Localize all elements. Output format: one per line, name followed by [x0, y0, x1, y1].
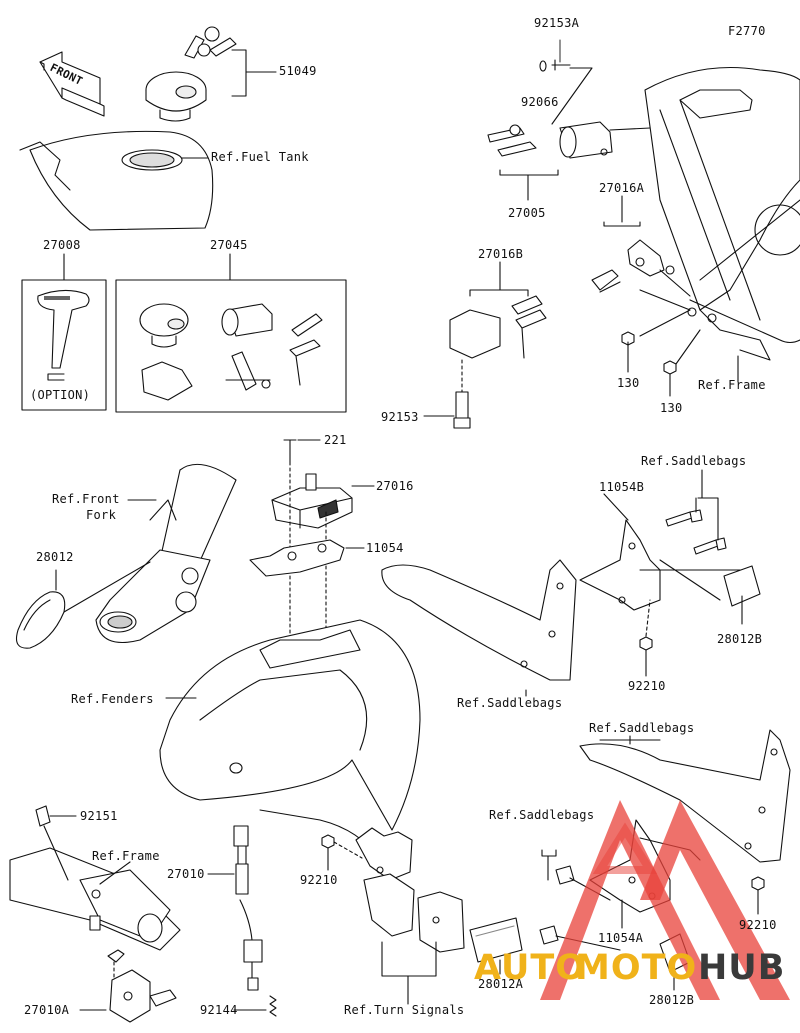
- label-28012a: 28012A: [478, 977, 524, 991]
- label-27005: 27005: [508, 206, 546, 220]
- label-27010a: 27010A: [24, 1003, 70, 1017]
- frame-bottom-left-icon: [9, 847, 181, 951]
- label-ref-front-fork-2: Fork: [86, 508, 117, 522]
- kit-lock-icon: [225, 351, 271, 391]
- ignition-switch-icon: [559, 121, 651, 159]
- reflector-28012b-top-icon: [723, 565, 761, 607]
- label-92210-c: 92210: [739, 918, 777, 932]
- bolt-11054b-icon: [665, 509, 727, 555]
- label-ref-saddlebags-1: Ref.Saddlebags: [641, 454, 747, 468]
- label-option: (OPTION): [30, 388, 91, 402]
- label-130-b: 130: [660, 401, 683, 415]
- label-11054b: 11054B: [599, 480, 645, 494]
- label-27016: 27016: [376, 479, 414, 493]
- label-92151: 92151: [80, 809, 118, 823]
- label-27045: 27045: [210, 238, 248, 252]
- label-92153: 92153: [381, 410, 419, 424]
- nut-130-a-icon: [621, 331, 635, 346]
- label-221: 221: [324, 433, 347, 447]
- kit-keys-icon: [289, 313, 323, 386]
- nut-92210-c-icon: [751, 876, 765, 891]
- nut-92210-a-icon: [639, 636, 653, 651]
- turn-signal-bracket-icon: [355, 827, 465, 953]
- label-ref-saddlebags-2: Ref.Saddlebags: [457, 696, 563, 710]
- label-ref-turn-signals: Ref.Turn Signals: [344, 1003, 465, 1017]
- label-27016a: 27016A: [599, 181, 645, 195]
- saddlebag-bracket-bottom-icon: [579, 729, 791, 863]
- label-ref-saddlebags-4: Ref.Saddlebags: [489, 808, 595, 822]
- fuel-tank-icon: [19, 130, 214, 231]
- figure-code: F2770: [728, 24, 766, 38]
- screw-92153a-icon: [551, 59, 571, 71]
- key-set-box: [115, 279, 347, 413]
- screw-221-icon: [283, 439, 297, 463]
- label-28012b-top: 28012B: [717, 632, 763, 646]
- frame-top-right-icon: [644, 66, 800, 361]
- label-28012b-bottom: 28012B: [649, 993, 695, 1007]
- spring-92144-icon: [269, 995, 277, 1017]
- label-ref-saddlebags-3: Ref.Saddlebags: [589, 721, 695, 735]
- watermark-auto: AUTO: [474, 948, 587, 988]
- kit-ignition-icon: [221, 303, 273, 337]
- lock-27010a-icon: [107, 949, 177, 1023]
- switch-27010-icon: [233, 825, 263, 991]
- label-ref-front-fork-1: Ref.Front: [52, 492, 120, 506]
- saddlebag-bracket-mid-icon: [381, 559, 577, 681]
- nut-92210-b-icon: [321, 834, 335, 849]
- label-92144: 92144: [200, 1003, 238, 1017]
- lock-27016b-icon: [449, 295, 547, 359]
- label-28012: 28012: [36, 550, 74, 564]
- label-27010: 27010: [167, 867, 205, 881]
- label-130-a: 130: [617, 376, 640, 390]
- front-arrow-icon: [39, 51, 105, 117]
- kit-fuel-cap-icon: [139, 303, 189, 348]
- label-11054a: 11054A: [598, 931, 644, 945]
- fender-icon: [159, 619, 421, 861]
- label-ref-frame-bottom: Ref.Frame: [92, 849, 160, 863]
- bolt-92153-icon: [453, 391, 471, 429]
- bolts-saddlebag-icon: [539, 865, 575, 945]
- ignition-keys-icon: [184, 26, 237, 59]
- label-ref-fuel-tank: Ref.Fuel Tank: [211, 150, 309, 164]
- plate-11054b-icon: [579, 519, 661, 611]
- label-ref-fenders: Ref.Fenders: [71, 692, 154, 706]
- ignition-keys-2-icon: [487, 124, 537, 157]
- label-27016b: 27016B: [478, 247, 524, 261]
- fuel-cap-icon: [145, 71, 207, 122]
- label-27008: 27008: [43, 238, 81, 252]
- lock-27016-icon: [271, 473, 353, 529]
- label-92210-a: 92210: [628, 679, 666, 693]
- kit-bracket-icon: [141, 361, 193, 401]
- watermark-hub: HUB: [698, 948, 786, 988]
- label-92066: 92066: [521, 95, 559, 109]
- bolt-92151-icon: [35, 805, 69, 881]
- label-11054: 11054: [366, 541, 404, 555]
- option-key-icon: [37, 289, 90, 381]
- nut-130-b-icon: [663, 360, 677, 375]
- watermark-moto: MOTO: [575, 948, 698, 988]
- front-fork-icon: [95, 463, 237, 644]
- plate-11054-icon: [249, 539, 345, 577]
- lock-27016a-icon: [591, 239, 675, 293]
- label-ref-frame-top: Ref.Frame: [698, 378, 766, 392]
- reflector-28012a-icon: [469, 917, 523, 963]
- label-92210-b: 92210: [300, 873, 338, 887]
- label-51049: 51049: [279, 64, 317, 78]
- label-92153a: 92153A: [534, 16, 580, 30]
